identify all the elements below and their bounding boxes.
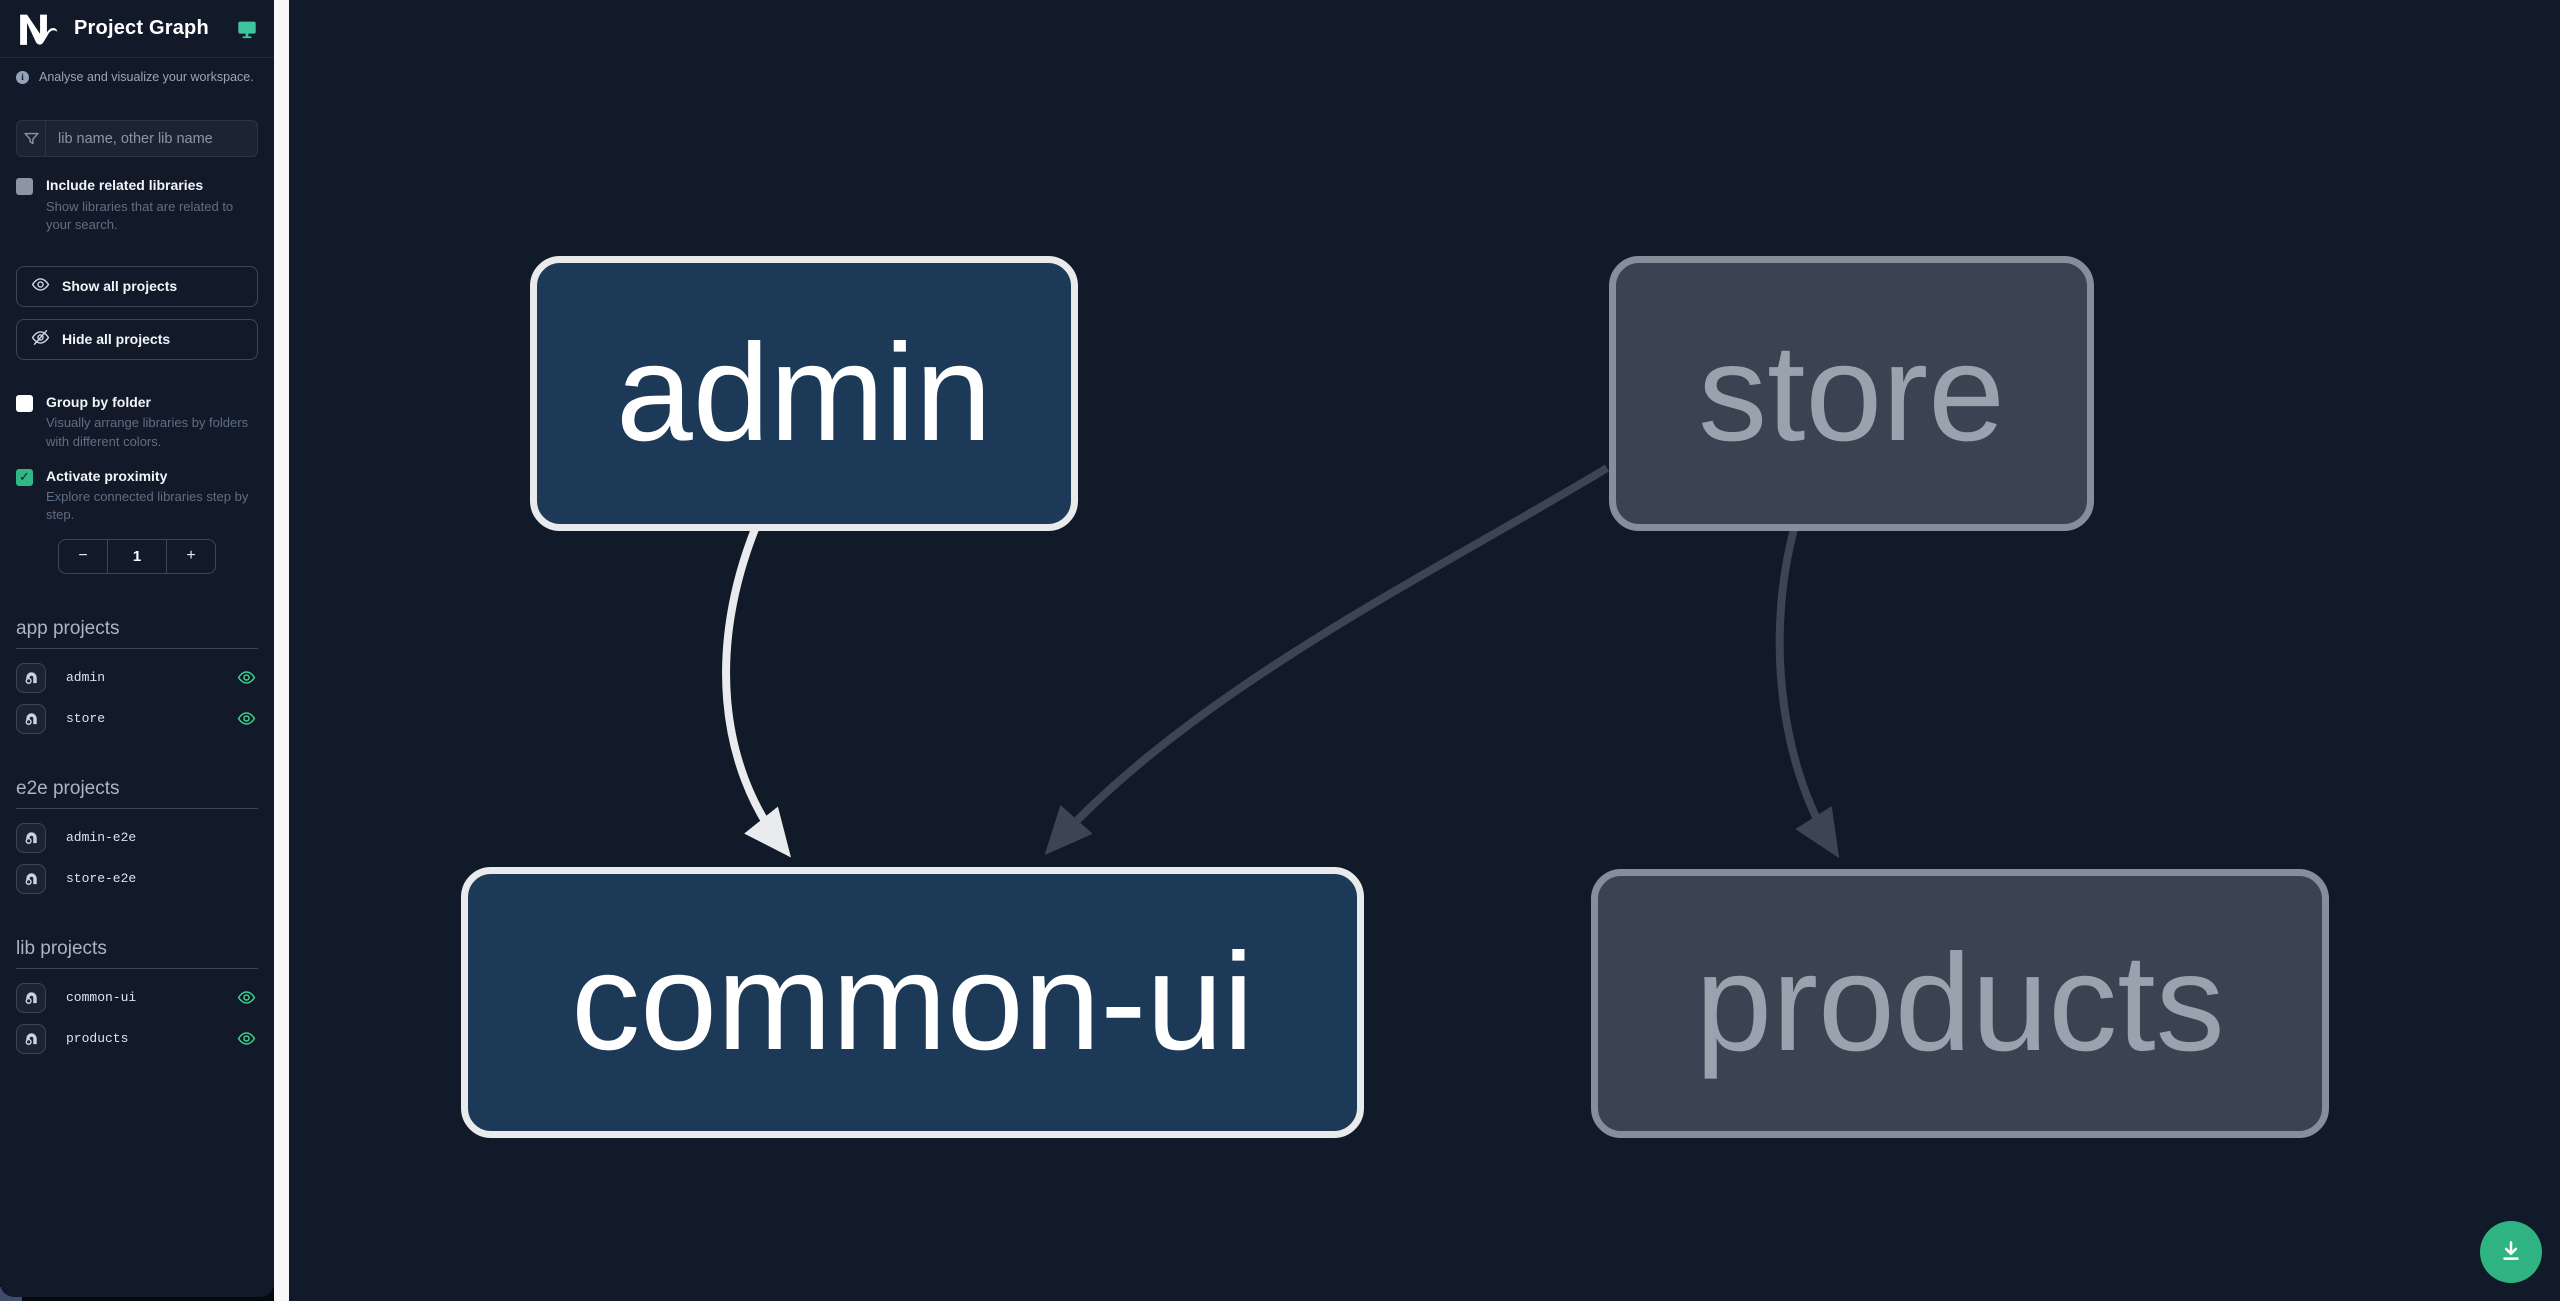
project-name: common-ui (66, 990, 137, 1006)
include-related-checkbox[interactable] (16, 178, 33, 195)
project-icon (16, 662, 46, 693)
group-by-folder-checkbox[interactable] (16, 394, 33, 412)
sidebar: Project Graph i Analyse and visualize yo… (0, 0, 274, 1297)
project-icon (16, 863, 46, 894)
eye-off-icon (31, 328, 50, 350)
include-related-option[interactable]: Include related libraries Show libraries… (0, 157, 274, 234)
node-label: admin (616, 316, 992, 470)
project-row-products[interactable]: products (16, 1023, 258, 1054)
workspace-tagline: Analyse and visualize your workspace. (39, 70, 254, 84)
project-row-store[interactable]: store (16, 703, 258, 734)
proximity-decrement-button[interactable]: − (59, 540, 107, 573)
edge-store-to-common-ui (1044, 464, 1610, 856)
project-row-store-e2e[interactable]: store-e2e (16, 863, 258, 894)
node-label: products (1695, 926, 2225, 1080)
info-icon: i (16, 70, 29, 84)
search-input[interactable] (46, 121, 257, 156)
project-name: store-e2e (66, 871, 137, 887)
graph-canvas[interactable]: admin store common-ui products (289, 0, 2560, 1301)
group-by-folder-option[interactable]: Group by folder Visually arrange librari… (0, 360, 274, 451)
graph-node-common-ui[interactable]: common-ui (461, 867, 1364, 1138)
project-name: store (66, 711, 106, 727)
section-lib-projects: lib projects common-ui products (16, 938, 258, 1054)
show-all-projects-button[interactable]: Show all projects (16, 265, 258, 307)
section-e2e-projects: e2e projects admin-e2e store-e2e (16, 778, 258, 894)
group-by-folder-description: Visually arrange libraries by folders wi… (46, 415, 249, 449)
graph-node-admin[interactable]: admin (530, 256, 1078, 531)
project-name: products (66, 1031, 129, 1047)
eye-icon[interactable] (236, 668, 256, 688)
proximity-value: 1 (107, 539, 167, 573)
download-graph-button[interactable] (2480, 1221, 2542, 1283)
eye-icon[interactable] (236, 709, 256, 729)
download-icon (2498, 1238, 2524, 1267)
project-name: admin (66, 670, 106, 686)
project-row-admin-e2e[interactable]: admin-e2e (16, 822, 258, 853)
eye-icon (31, 275, 50, 297)
proximity-increment-button[interactable]: + (167, 540, 215, 573)
eye-icon[interactable] (236, 1029, 256, 1049)
activate-proximity-label: Activate proximity (46, 467, 168, 484)
section-title: app projects (16, 618, 258, 649)
show-all-projects-label: Show all projects (62, 278, 178, 295)
eye-icon[interactable] (236, 988, 256, 1008)
activate-proximity-checkbox[interactable]: ✓ (16, 468, 33, 486)
nx-logo (16, 9, 60, 49)
project-name: admin-e2e (66, 830, 137, 846)
project-row-common-ui[interactable]: common-ui (16, 982, 258, 1013)
sidebar-divider (274, 0, 289, 1301)
include-related-label: Include related libraries (46, 177, 204, 193)
filter-search (16, 120, 258, 157)
edge-store-to-products (1775, 527, 1840, 859)
project-icon (16, 982, 46, 1013)
node-label: store (1698, 316, 2005, 470)
graph-node-store[interactable]: store (1609, 256, 2094, 531)
graph-node-products[interactable]: products (1591, 869, 2329, 1138)
project-row-admin[interactable]: admin (16, 662, 258, 693)
hide-all-projects-button[interactable]: Hide all projects (16, 318, 258, 360)
monitor-icon (236, 18, 258, 40)
section-app-projects: app projects admin store (16, 618, 258, 734)
node-label: common-ui (571, 925, 1254, 1079)
group-by-folder-label: Group by folder (46, 393, 151, 410)
page-title: Project Graph (74, 17, 209, 39)
hide-all-projects-label: Hide all projects (62, 331, 171, 348)
section-title: e2e projects (16, 778, 258, 809)
activate-proximity-option[interactable]: ✓ Activate proximity Explore connected l… (0, 451, 274, 525)
edge-admin-to-common-ui (722, 527, 791, 858)
funnel-icon (17, 121, 46, 156)
workspace-tagline-row: i Analyse and visualize your workspace. (0, 58, 274, 90)
sidebar-header: Project Graph (0, 0, 274, 58)
graph-edges (722, 464, 1840, 859)
project-icon (16, 703, 46, 734)
project-icon (16, 1023, 46, 1054)
include-related-description: Show libraries that are related to your … (46, 198, 234, 232)
project-icon (16, 822, 46, 853)
activate-proximity-description: Explore connected libraries step by step… (46, 489, 249, 523)
section-title: lib projects (16, 938, 258, 969)
proximity-stepper: − 1 + (58, 538, 216, 574)
